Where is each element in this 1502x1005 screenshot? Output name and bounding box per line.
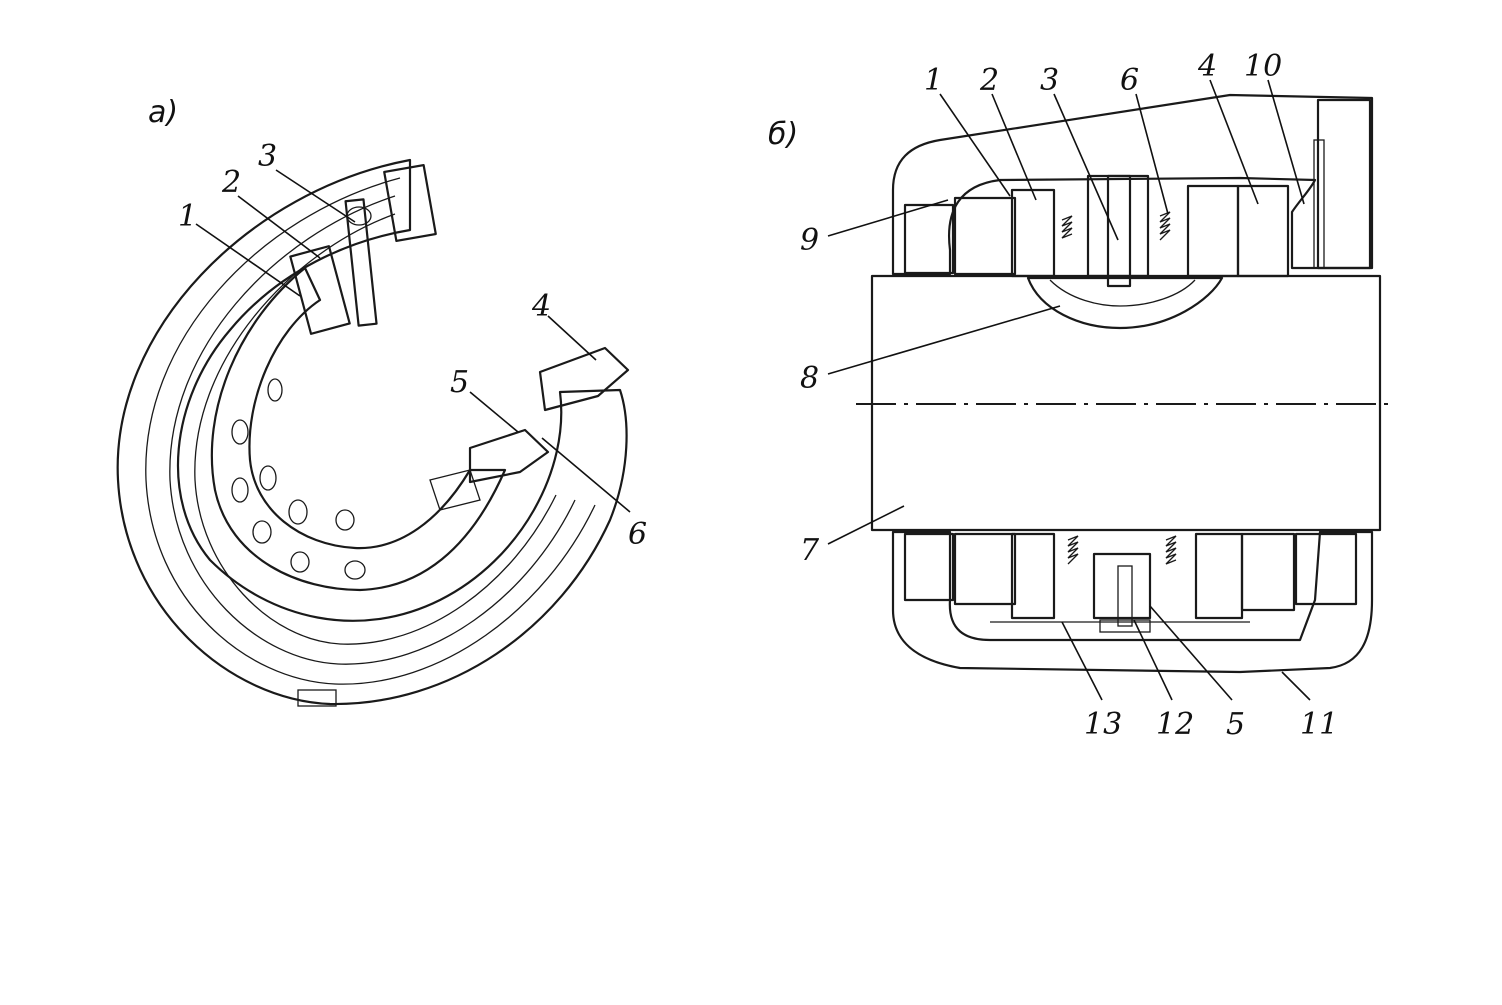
panel-b-callouts: 1 2 3 6 4 10 9 8 7 13 12 5 11 [800, 49, 1338, 742]
callout-b-10: 10 [1244, 49, 1282, 84]
callout-b-5: 5 [1226, 707, 1245, 742]
callout-b-12: 12 [1156, 707, 1194, 742]
callout-a-1: 1 [178, 199, 197, 234]
callout-a-5: 5 [450, 365, 469, 400]
panel-b-drawing [856, 93, 1396, 674]
inner-bore [210, 266, 507, 592]
seal-ring-top-right [1186, 184, 1240, 278]
seal-ring-bottom-right [1194, 532, 1244, 620]
panel-a-callouts: 1 2 3 4 5 6 [178, 139, 647, 552]
callout-b-2: 2 [979, 63, 999, 98]
callout-b-11: 11 [1300, 707, 1338, 742]
housing-top [891, 93, 1374, 276]
panel-a-leaders [195, 169, 631, 513]
callout-b-4: 4 [1197, 49, 1217, 84]
panel-a-label: а) [148, 95, 179, 130]
seal-block-right [538, 346, 630, 412]
callout-a-6: 6 [628, 517, 647, 552]
housing-bottom [891, 530, 1374, 674]
callout-b-7: 7 [800, 533, 820, 568]
callout-b-6: 6 [1120, 63, 1139, 98]
callout-b-13: 13 [1084, 707, 1122, 742]
callout-a-3: 3 [258, 139, 277, 174]
callout-b-8: 8 [800, 361, 819, 396]
seal-block-top [289, 245, 351, 335]
seal-ring-bottom-left [1010, 532, 1056, 620]
shaft-pin-3 [1106, 174, 1132, 288]
outer-housing-ring [116, 158, 628, 706]
callout-b-3: 3 [1040, 63, 1059, 98]
panel-b-label: б) [768, 117, 799, 152]
seal-ring-top-left [1010, 188, 1056, 278]
pin-top [344, 198, 378, 327]
panel-a-drawing [116, 158, 630, 707]
callout-b-1: 1 [924, 63, 943, 98]
callout-a-2: 2 [221, 165, 241, 200]
seal-ring-9 [903, 203, 955, 275]
callout-a-4: 4 [531, 289, 551, 324]
panel-b-leaders [827, 79, 1311, 701]
callout-b-9: 9 [800, 223, 819, 258]
